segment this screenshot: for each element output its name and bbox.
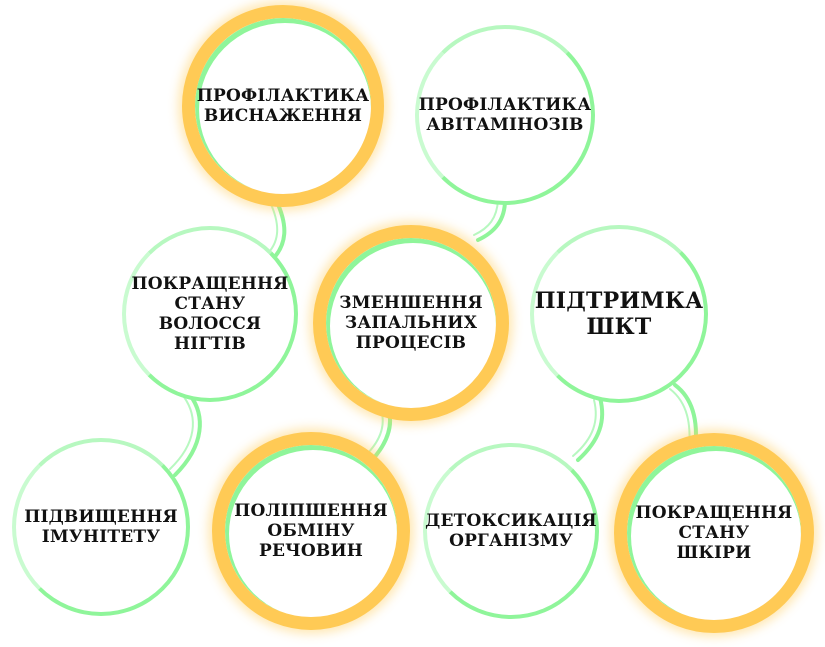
node-label: ДЕТОКСИКАЦІЯ ОРГАНІЗМУ	[425, 510, 597, 551]
node-label: ПРОФІЛАКТИКА ВИСНАЖЕННЯ	[196, 85, 370, 126]
node-label: ПОЛІПШЕННЯ ОБМІНУ РЕЧОВИН	[234, 500, 388, 562]
node-label: ПОКРАЩЕННЯ СТАНУ ВОЛОССЯ НІГТІВ	[131, 273, 289, 355]
node-gi-support: ПІДТРИМКА ШКТ	[530, 225, 708, 403]
node-skin-improvement: ПОКРАЩЕННЯ СТАНУ ШКІРИ	[614, 433, 814, 633]
node-label: ПІДВИЩЕННЯ ІМУНІТЕТУ	[24, 506, 178, 547]
node-metabolism-improvement: ПОЛІПШЕННЯ ОБМІНУ РЕЧОВИН	[212, 432, 410, 630]
node-immunity-boost: ПІДВИЩЕННЯ ІМУНІТЕТУ	[12, 438, 190, 616]
node-hair-nails-improvement: ПОКРАЩЕННЯ СТАНУ ВОЛОССЯ НІГТІВ	[122, 226, 298, 402]
node-exhaustion-prevention: ПРОФІЛАКТИКА ВИСНАЖЕННЯ	[182, 5, 384, 207]
connector-hair-immunity	[173, 393, 202, 477]
node-detoxification: ДЕТОКСИКАЦІЯ ОРГАНІЗМУ	[423, 443, 599, 619]
node-label: ПОКРАЩЕННЯ СТАНУ ШКІРИ	[635, 502, 793, 564]
node-label: ЗМЕНШЕННЯ ЗАПАЛЬНИХ ПРОЦЕСІВ	[339, 292, 483, 354]
node-avitaminosis-prevention: ПРОФІЛАКТИКА АВІТАМІНОЗІВ	[415, 25, 595, 205]
node-label: ПІДТРИМКА ШКТ	[534, 287, 704, 340]
node-inflammation-reduction: ЗМЕНШЕННЯ ЗАПАЛЬНИХ ПРОЦЕСІВ	[313, 225, 509, 421]
node-label: ПРОФІЛАКТИКА АВІТАМІНОЗІВ	[418, 94, 592, 135]
connector-gi-detox	[576, 396, 605, 462]
